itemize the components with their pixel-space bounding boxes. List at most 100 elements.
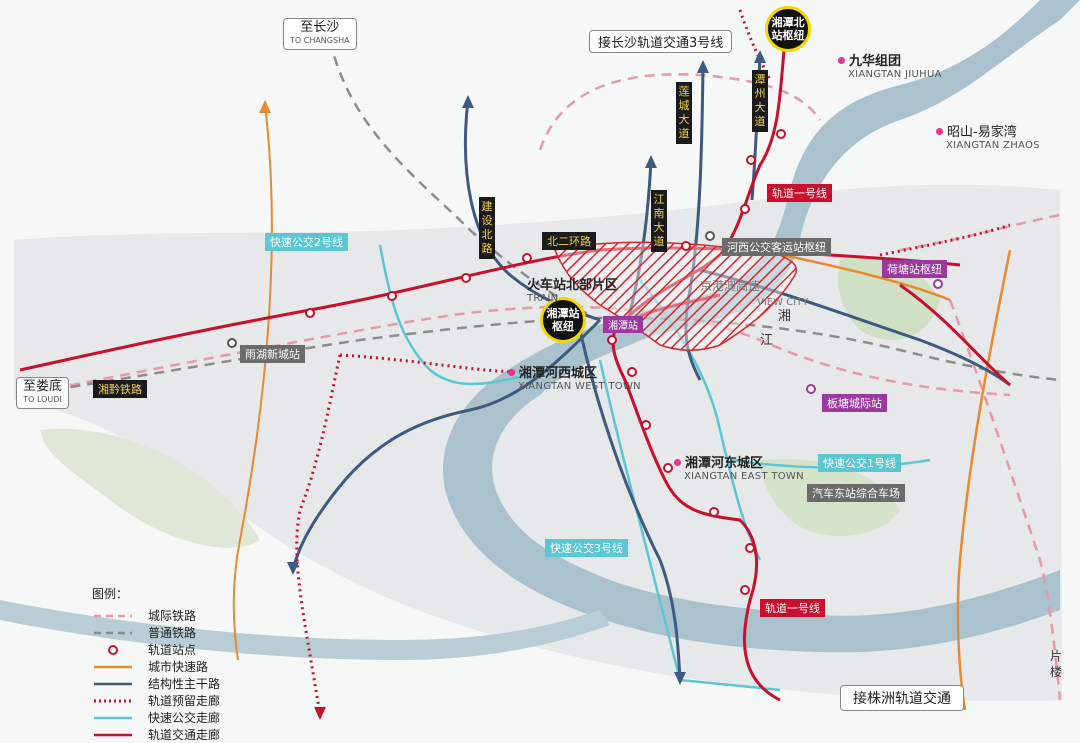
rail-xiangqian: 湘黔铁路 [93, 380, 147, 398]
legend-swatch [92, 695, 134, 707]
place-hedong: 湘潭河东城区 XIANGTAN EAST TOWN [674, 452, 804, 482]
place-zhaoshan-cn: 昭山-易家湾 [947, 125, 1017, 140]
river-label: 江 [760, 333, 773, 348]
green-area [40, 428, 260, 548]
legend-item: 城市快速路 [92, 658, 282, 675]
place-zhaoshan: 昭山-易家湾 XIANGTAN ZHAOS [936, 121, 1040, 151]
to-loudi-cn: 至娄底 [23, 379, 63, 394]
bantang-chip: 板塘城际站 [822, 394, 887, 412]
metro-station[interactable] [305, 308, 315, 318]
place-dot [936, 128, 943, 135]
to-loudi-box: 至娄底 TO LOUDI [16, 377, 70, 409]
direction-arrows [287, 50, 766, 685]
legend-item: 轨道交通走廊 [92, 726, 282, 743]
legend-item: 普通铁路 [92, 624, 282, 641]
to-changsha-en: TO CHANGSHA [290, 36, 350, 45]
river-label: 湘 [778, 309, 791, 324]
metro-station[interactable] [387, 291, 397, 301]
place-hedong-cn: 湘潭河东城区 [685, 456, 764, 471]
metro-station[interactable] [740, 204, 750, 214]
brt-corridor [378, 244, 531, 386]
legend-label: 城际铁路 [148, 609, 197, 623]
to-changsha-cn: 至长沙 [300, 20, 340, 35]
train-station-north-district [553, 241, 797, 351]
intercity-rail [948, 299, 1062, 701]
brt1-chip: 快速公交1号线 [818, 454, 901, 472]
road-beierhuan: 北二环路 [542, 232, 596, 250]
faded-label: VIEW CITY [757, 297, 809, 308]
metro-station[interactable] [681, 241, 691, 251]
legend-swatch [92, 627, 134, 639]
legend-item: 结构性主干路 [92, 675, 282, 692]
legend-swatch [92, 644, 134, 656]
hetang-hub-chip: 荷塘站枢纽 [882, 260, 947, 278]
reserved-arrow [314, 707, 326, 720]
legend-label: 轨道预留走廊 [148, 694, 221, 708]
hexi-bus-marker[interactable] [705, 231, 715, 241]
city-expressway [232, 104, 273, 661]
place-hexi-cn: 湘潭河西城区 [519, 366, 598, 381]
metro-station[interactable] [746, 155, 756, 165]
metro-station[interactable] [627, 367, 637, 377]
legend-items: 城际铁路普通铁路轨道站点城市快速路结构性主干路轨道预留走廊快速公交走廊轨道交通走… [92, 607, 282, 743]
qiche-dong-chip: 汽车东站综合车场 [807, 484, 905, 502]
river-branch [0, 600, 610, 660]
expressway-arrow [259, 100, 271, 113]
metro-station[interactable] [522, 253, 532, 263]
metro-station[interactable] [740, 585, 750, 595]
metro-station[interactable] [776, 129, 786, 139]
road-jiangnan: 江南大道 [651, 190, 667, 252]
bantang-station-marker[interactable] [806, 384, 816, 394]
legend-label: 轨道站点 [148, 643, 197, 657]
intercity-rail [899, 213, 1061, 252]
road-jianshe: 建设北路 [479, 197, 495, 259]
legend-label: 城市快速路 [148, 660, 209, 674]
place-jiuhua: 九华组团 XIANGTAN JIUHUA [838, 50, 942, 80]
legend-item: 快速公交走廊 [92, 709, 282, 726]
map-legend: 图例： 城际铁路普通铁路轨道站点城市快速路结构性主干路轨道预留走廊快速公交走廊轨… [92, 585, 282, 743]
hetang-station-marker[interactable] [933, 279, 943, 289]
road-xiangzhou: 潭州大道 [752, 70, 768, 132]
xiangtan-station-hub[interactable]: 湘潭站枢纽 [540, 297, 586, 343]
legend-item: 轨道站点 [92, 641, 282, 658]
yuhu-station-marker[interactable] [227, 338, 237, 348]
metro-station[interactable] [461, 273, 471, 283]
urban-area [14, 184, 1062, 701]
hexi-hub-chip: 河西公交客运站枢纽 [722, 238, 831, 256]
metro-station[interactable] [663, 463, 673, 473]
edge-label: 楼 [1050, 664, 1062, 679]
legend-title: 图例： [92, 587, 129, 601]
metro-station[interactable] [709, 507, 719, 517]
city-expressway [956, 249, 1012, 711]
yuhu-chip: 雨湖新城站 [240, 345, 305, 363]
xiang-river [443, 0, 1080, 653]
legend-label: 普通铁路 [148, 626, 197, 640]
place-jiuhua-cn: 九华组团 [849, 54, 902, 69]
xiangtan-zhan-chip: 湘潭站 [603, 316, 643, 333]
legend-swatch [92, 729, 134, 741]
road-lianhua: 莲城大道 [676, 82, 692, 144]
xiangtan-north-hub[interactable]: 湘潭北站枢纽 [765, 6, 811, 52]
metro1-north-chip: 轨道一号线 [767, 184, 832, 202]
legend-label: 轨道交通走廊 [148, 728, 221, 742]
metro-station[interactable] [745, 543, 755, 553]
legend-item: 城际铁路 [92, 607, 282, 624]
trunk-road [291, 318, 602, 571]
legend-swatch [92, 610, 134, 622]
metro-station[interactable] [641, 420, 651, 430]
place-hexi-en: XIANGTAN WEST TOWN [518, 381, 641, 392]
place-zhaoshan-en: XIANGTAN ZHAOS [946, 140, 1040, 151]
legend-label: 快速公交走廊 [148, 711, 221, 725]
place-huochezhan-en: TRAIN [527, 293, 559, 304]
place-dot [674, 459, 681, 466]
place-huochezhan: 火车站北部片区 TRAIN [527, 274, 618, 304]
metro-station[interactable] [607, 335, 617, 345]
legend-swatch [92, 712, 134, 724]
brt3-chip: 快速公交3号线 [545, 539, 628, 557]
edge-label: 片 [1050, 649, 1062, 663]
to-loudi-en: TO LOUDI [23, 395, 62, 404]
metro1-south-chip: 轨道一号线 [760, 599, 825, 617]
place-hexi: 湘潭河西城区 XIANGTAN WEST TOWN [508, 362, 641, 392]
legend-swatch [92, 661, 134, 673]
legend-item: 轨道预留走廊 [92, 692, 282, 709]
